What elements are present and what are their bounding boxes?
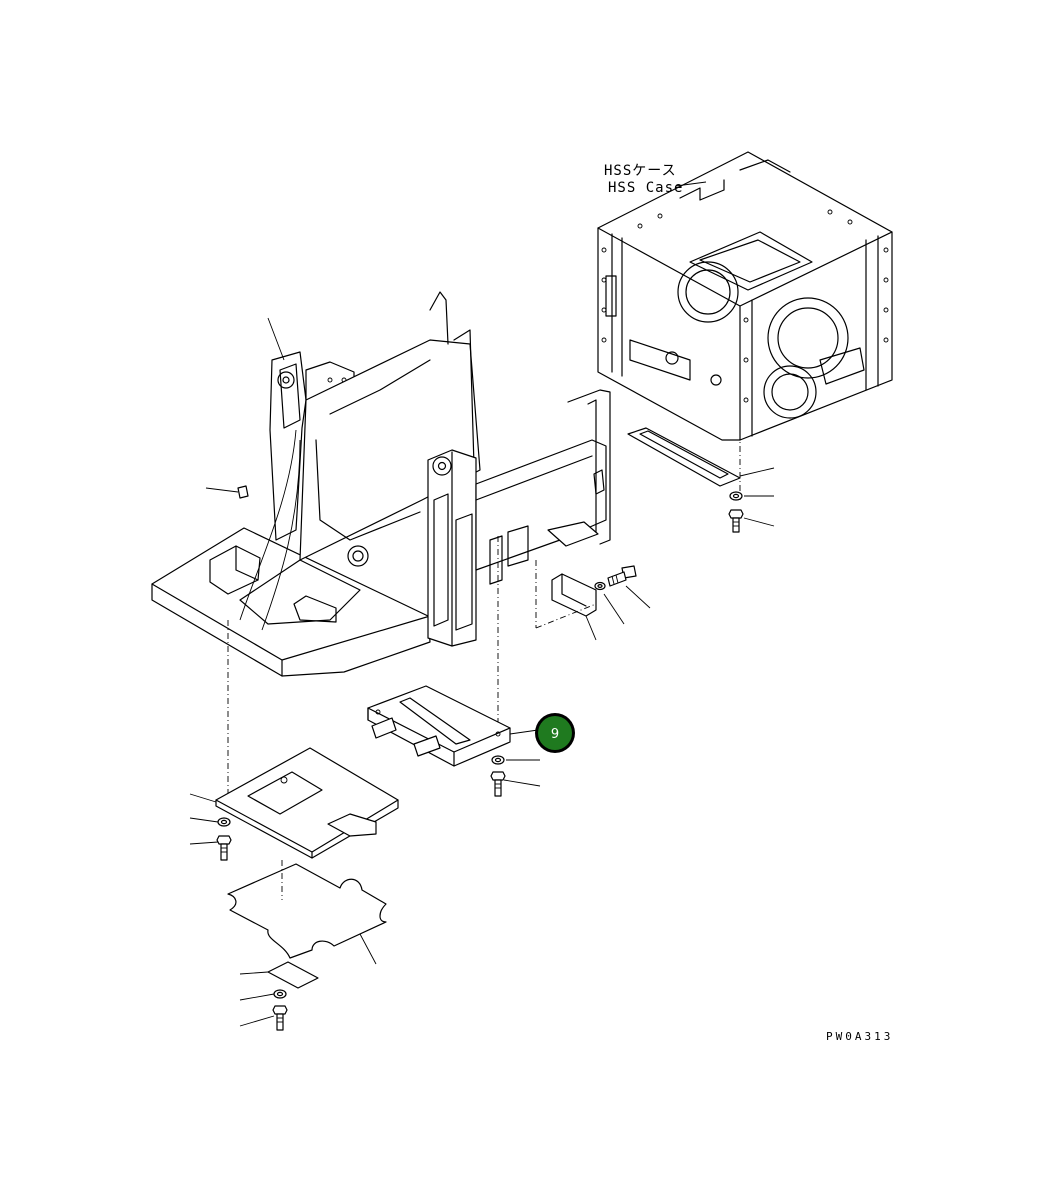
lower-cover-plate <box>189 747 399 859</box>
hss-case-label-english: HSS Case <box>608 180 683 196</box>
callout-9-number: 9 <box>551 727 559 742</box>
bolt-mid-right <box>607 565 651 609</box>
strip-plate <box>627 427 775 487</box>
bolt-center <box>490 771 541 797</box>
washer-center <box>491 755 540 765</box>
drawing-code: PW0A313 <box>826 1030 893 1043</box>
bolt-bottom <box>239 1005 288 1031</box>
gasket-sheet <box>227 860 387 965</box>
cover-with-brackets <box>367 685 539 767</box>
washer-lower-left <box>189 817 231 827</box>
hss-case-drawing <box>597 151 893 500</box>
small-plate <box>239 961 319 989</box>
main-frame-drawing <box>151 291 611 800</box>
washer-right-top <box>729 491 774 501</box>
washer-bottom <box>239 989 287 1001</box>
bolt-right-top <box>728 509 775 533</box>
washer-mid-right <box>594 581 625 625</box>
callout-9[interactable]: 9 <box>535 713 575 753</box>
hss-case-label: HSSケース HSS Case <box>604 163 707 196</box>
bolt-lower-left <box>189 835 232 861</box>
callout-9-fill <box>538 716 572 750</box>
hss-case-label-japanese: HSSケース <box>604 163 677 179</box>
